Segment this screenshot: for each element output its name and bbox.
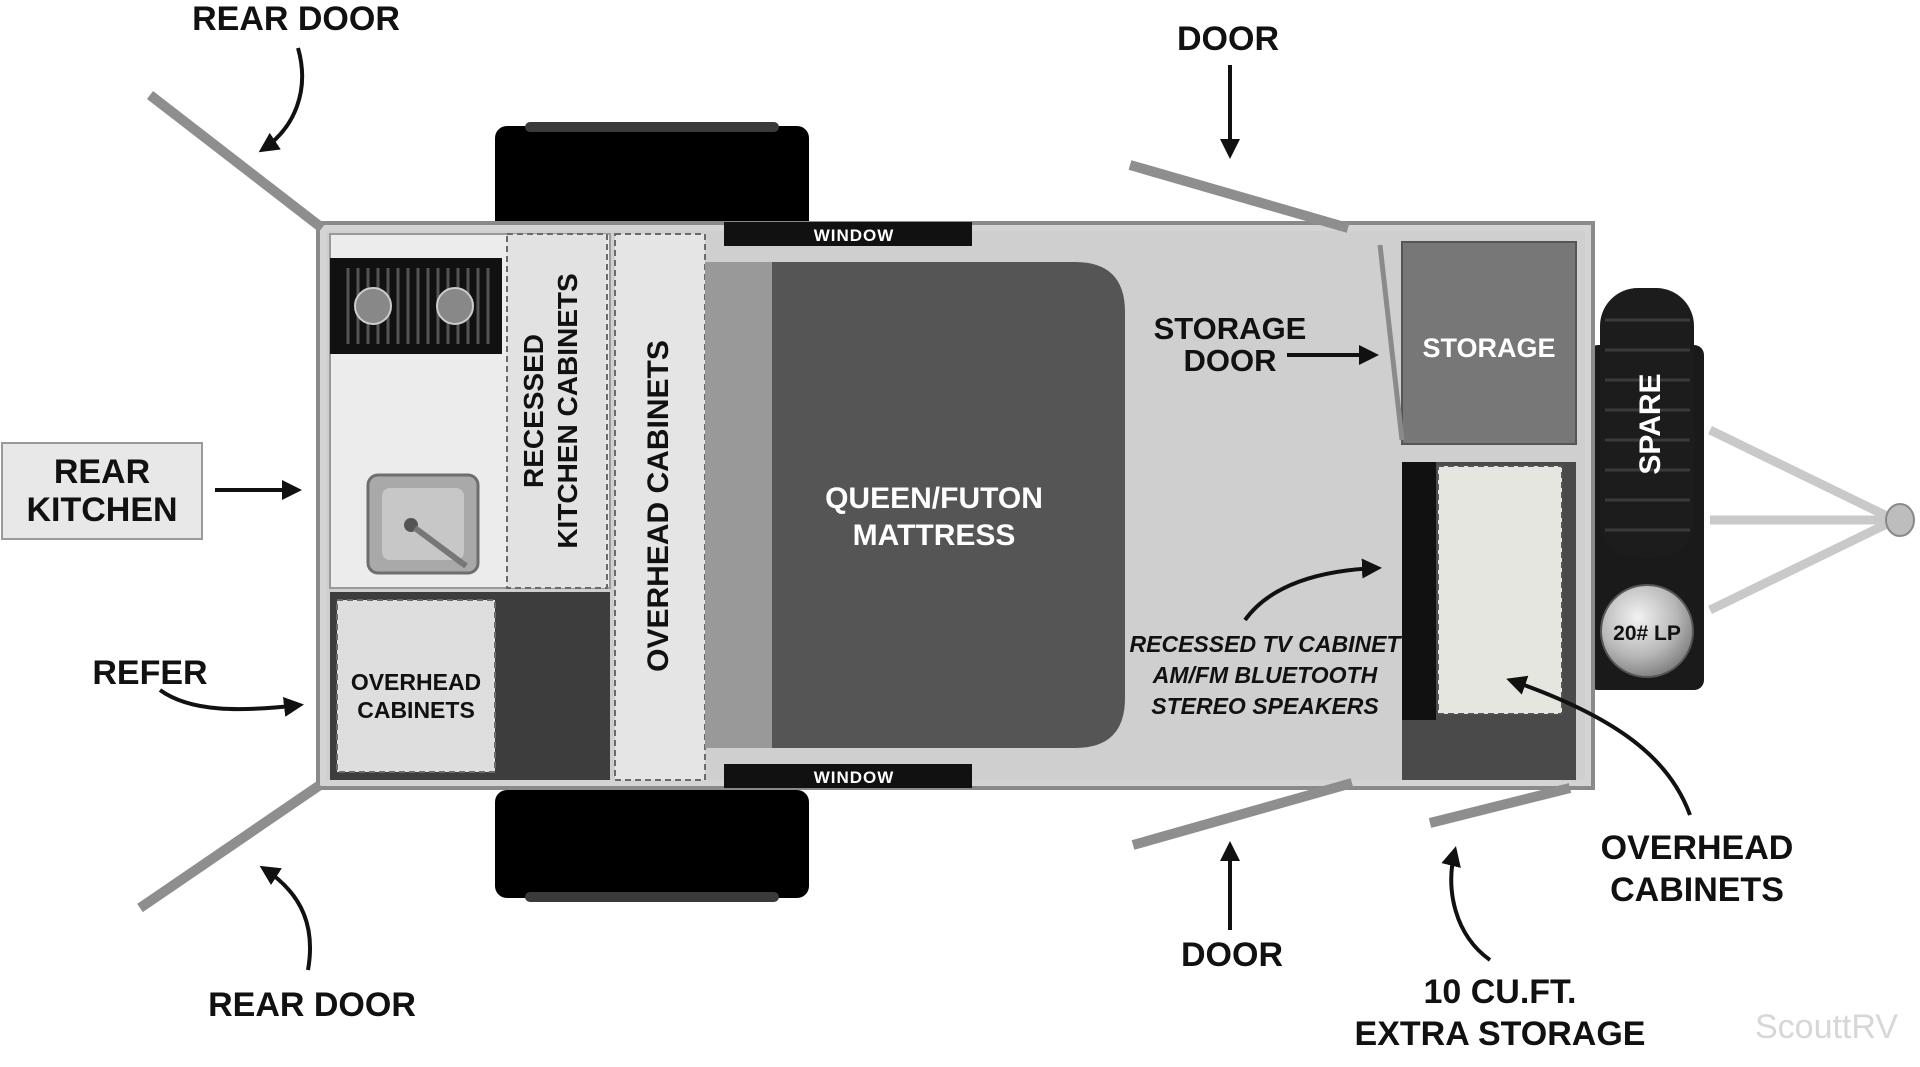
rear-kitchen-label-2: KITCHEN [26, 491, 177, 529]
door-top-label: DOOR [1177, 20, 1279, 58]
tv-cabinet-label-2: AM/FM BLUETOOTH [1152, 662, 1378, 688]
extra-storage-label-2: EXTRA STORAGE [1355, 1015, 1646, 1053]
extra-storage-label-1: 10 CU.FT. [1423, 973, 1576, 1011]
overhead-right-label-2: CABINETS [1610, 871, 1784, 909]
hitch [1708, 425, 1915, 615]
windows: WINDOW WINDOW [724, 222, 972, 788]
overhead-cabinets-vertical [614, 233, 706, 781]
tv-cabinet-label-1: RECESSED TV CABINET [1130, 631, 1403, 657]
lp-tank-label: 20# LP [1613, 622, 1681, 645]
rear-kitchen-label-1: REAR [54, 453, 150, 491]
rear-door-bottom [137, 780, 323, 913]
overhead-small-label-1: OVERHEAD [351, 669, 481, 695]
mattress-label-1: QUEEN/FUTON [825, 482, 1043, 515]
refer-label: REFER [92, 654, 207, 692]
side-door-top [1128, 160, 1350, 233]
mattress-label-2: MATTRESS [853, 519, 1016, 552]
mattress-head [705, 262, 772, 748]
callout-arrows [158, 47, 1692, 971]
window-top-label: WINDOW [814, 226, 895, 245]
overhead-cabinets-right [1437, 465, 1563, 715]
tv-cabinet-label-3: STEREO SPEAKERS [1151, 693, 1379, 719]
arrow-rear-door-top [258, 47, 305, 153]
tv-recess [1402, 462, 1436, 720]
arrow-rear-door-bottom [259, 865, 313, 971]
arrow-extra-storage [1441, 846, 1492, 962]
storage [1401, 241, 1577, 445]
storage-door-label-1: STORAGE [1154, 311, 1307, 346]
window-bottom-label: WINDOW [814, 768, 895, 787]
sink [366, 473, 480, 575]
recessed-kitchen-cabinets [506, 233, 608, 589]
doors [137, 91, 1572, 913]
storage-door-label-2: DOOR [1184, 343, 1277, 378]
lp-tank: 20# LP [1600, 584, 1694, 678]
watermark: ScouttRV [1755, 1008, 1898, 1046]
storage-hatch [1428, 783, 1572, 828]
recessed-kitchen-label-1: RECESSED [518, 334, 549, 488]
spare-tire: SPARE [1600, 288, 1694, 558]
overhead-small-label-2: CABINETS [357, 697, 475, 723]
rear-door-bottom-label: REAR DOOR [208, 986, 416, 1024]
wheels [495, 122, 809, 902]
storage-label: STORAGE [1422, 333, 1555, 363]
side-door-bottom [1131, 778, 1354, 850]
rear-door-top [146, 91, 326, 232]
rear-kitchen-callout [1, 442, 203, 540]
overhead-cabinets-small [336, 599, 496, 773]
overhead-vertical-label: OVERHEAD CABINETS [642, 340, 675, 672]
mattress [772, 262, 1125, 748]
door-bottom-label: DOOR [1181, 936, 1283, 974]
arrow-tv-cabinet [1243, 558, 1382, 622]
arrow-overhead-right [1506, 675, 1692, 816]
stove [330, 258, 502, 354]
rear-door-top-label: REAR DOOR [192, 0, 400, 38]
storage-door-panel [1377, 244, 1405, 441]
overhead-right-label-1: OVERHEAD [1601, 829, 1794, 867]
recessed-kitchen-label-2: KITCHEN CABINETS [552, 273, 583, 548]
arrow-refer [158, 688, 304, 717]
spare-label: SPARE [1634, 373, 1667, 474]
